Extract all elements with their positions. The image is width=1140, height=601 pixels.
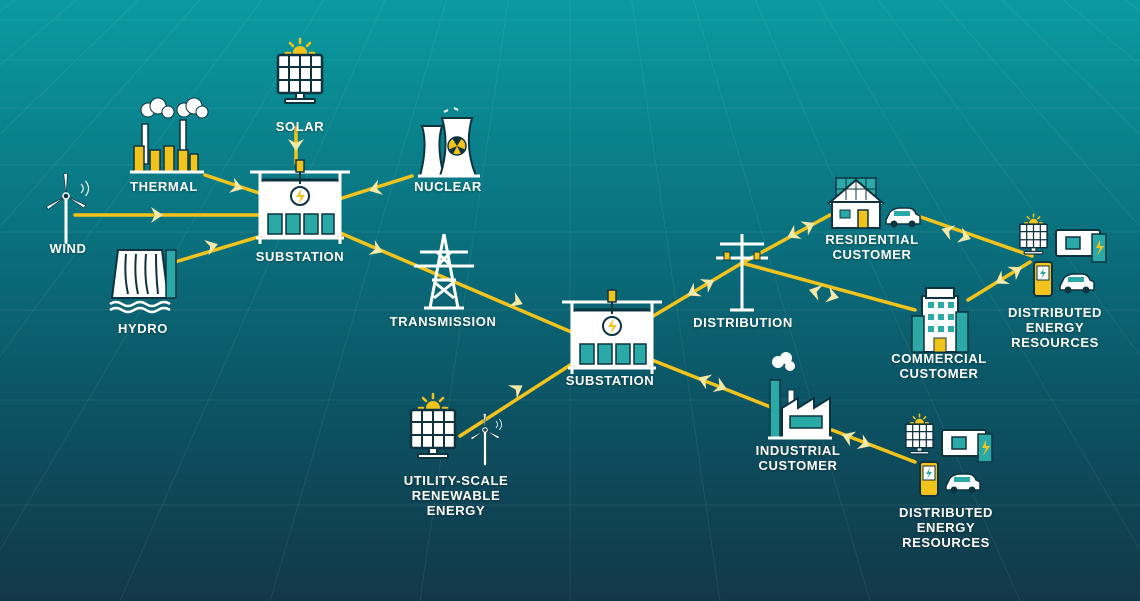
label-distribution: DISTRIBUTION bbox=[693, 315, 793, 330]
grid-line bbox=[0, 0, 139, 135]
label-hydro: HYDRO bbox=[118, 321, 168, 336]
factory-icon bbox=[768, 352, 832, 440]
house-icon bbox=[827, 177, 921, 229]
flow-arrow bbox=[787, 221, 815, 239]
flow-arrow bbox=[698, 374, 727, 393]
hydro-dam-icon bbox=[109, 249, 177, 314]
grid-line bbox=[119, 0, 386, 601]
flow-arrow bbox=[508, 292, 523, 307]
flow-arrow bbox=[228, 177, 243, 193]
wind-turbine-icon bbox=[45, 172, 90, 244]
distributed-energy-icon-bottom bbox=[906, 414, 992, 496]
grid-line bbox=[1062, 0, 1140, 66]
flow-arrow bbox=[368, 240, 383, 255]
thermal-plant-icon bbox=[130, 97, 209, 174]
grid-line bbox=[419, 0, 509, 601]
flow-arrow bbox=[288, 139, 304, 151]
grid-line bbox=[0, 0, 263, 357]
label-wind: WIND bbox=[49, 241, 87, 256]
label-substation-distribution: SUBSTATION bbox=[565, 373, 655, 388]
label-nuclear: NUCLEAR bbox=[414, 179, 482, 194]
power-lines bbox=[73, 126, 1034, 464]
office-building-icon bbox=[911, 287, 969, 353]
label-transmission: TRANSMISSION bbox=[389, 314, 497, 329]
grid-line bbox=[939, 0, 1140, 228]
flow-arrow bbox=[687, 279, 715, 297]
transmission-tower-icon bbox=[414, 233, 474, 310]
flow-arrows bbox=[151, 139, 1022, 450]
label-solar: SOLAR bbox=[275, 119, 325, 134]
substation-icon bbox=[248, 158, 352, 246]
utility-solar-icon bbox=[411, 394, 455, 458]
solar-panel-icon bbox=[278, 39, 322, 103]
flow-arrow bbox=[508, 385, 523, 399]
flow-arrow bbox=[808, 285, 839, 303]
flow-arrow bbox=[995, 266, 1022, 285]
grid-line bbox=[877, 0, 1140, 357]
flow-arrow bbox=[842, 431, 871, 450]
label-substation-generation: SUBSTATION bbox=[255, 249, 345, 264]
flow-arrow bbox=[151, 207, 163, 223]
grid-line bbox=[631, 0, 721, 601]
flow-arrow bbox=[941, 225, 971, 243]
substation-icon bbox=[560, 288, 664, 376]
grid-line bbox=[269, 0, 448, 601]
nuclear-plant-icon bbox=[418, 107, 480, 178]
label-thermal: THERMAL bbox=[130, 179, 198, 194]
grid-line bbox=[0, 0, 78, 66]
flow-arrow bbox=[369, 179, 384, 195]
distribution-pole-icon bbox=[716, 234, 768, 312]
grid-line bbox=[1001, 0, 1140, 135]
grid-line bbox=[816, 0, 1140, 551]
flow-arrow bbox=[204, 239, 218, 256]
grid-line bbox=[692, 0, 871, 601]
grid-line bbox=[0, 0, 201, 228]
